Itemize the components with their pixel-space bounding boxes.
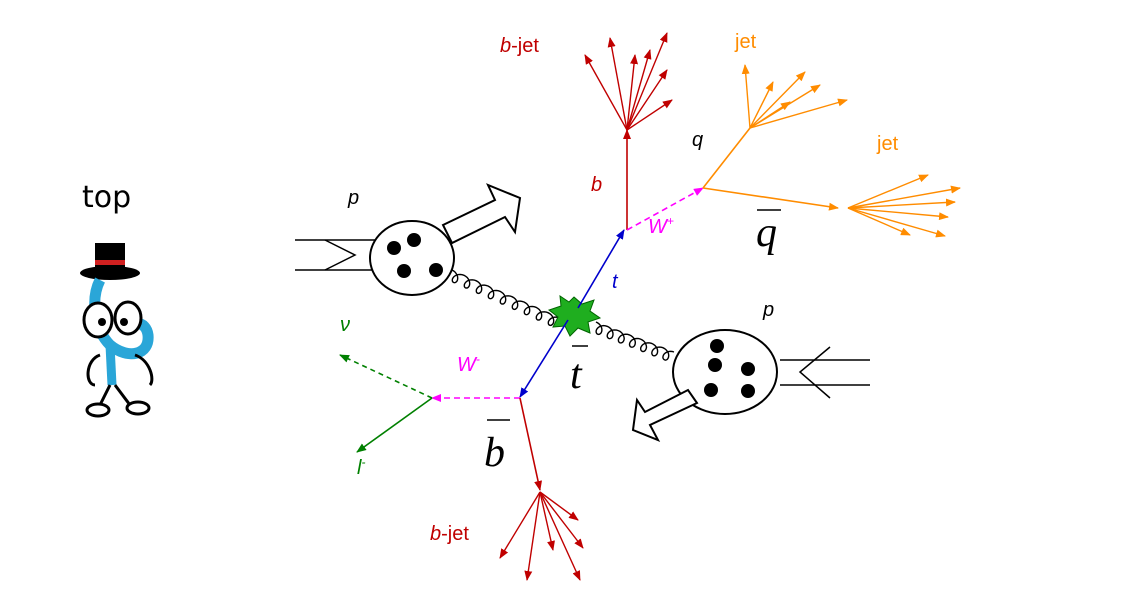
- b-bar-line: [519, 397, 542, 491]
- w-minus-label: W-: [457, 352, 480, 376]
- svg-text:q: q: [756, 210, 777, 256]
- q-bar-line: [702, 187, 839, 211]
- neutrino-line: [339, 354, 433, 399]
- b-bar-label: b: [484, 419, 510, 476]
- neutrino-label: ν: [340, 314, 350, 336]
- lepton-label: l-: [357, 455, 365, 479]
- p-right-label: p: [762, 299, 774, 321]
- b-jet-top: [584, 32, 673, 131]
- jet-2-label: jet: [876, 133, 899, 155]
- gluon-left: [451, 269, 561, 327]
- w-plus-label: W+: [648, 214, 674, 238]
- lepton-line: [356, 397, 433, 453]
- gluon-right: [595, 321, 675, 361]
- q-label: q: [692, 129, 703, 151]
- collision-vertex: [547, 294, 602, 337]
- svg-text:t: t: [570, 352, 583, 398]
- proton-left: [295, 183, 522, 296]
- jet-1-label: jet: [734, 31, 757, 53]
- b-label: b: [591, 174, 602, 196]
- proton-right: [631, 329, 870, 442]
- b-jet-top-label: b-jet: [500, 35, 539, 57]
- w-plus-line: [626, 187, 704, 231]
- t-bar-label: t: [570, 345, 588, 398]
- mascot-label: top: [82, 180, 131, 215]
- top-quark-line: [577, 229, 625, 309]
- p-left-label: p: [347, 187, 359, 209]
- svg-text:b: b: [484, 430, 505, 476]
- antitop-quark-line: [519, 319, 569, 398]
- b-jet-bottom: [499, 491, 584, 581]
- q-bar-label: q: [756, 209, 781, 256]
- jet-2: [847, 174, 961, 238]
- t-label: t: [612, 271, 619, 293]
- jet-1: [741, 64, 848, 129]
- top-quark-mascot: top: [80, 180, 154, 418]
- q-line: [702, 127, 751, 189]
- b-jet-bottom-label: b-jet: [430, 523, 469, 545]
